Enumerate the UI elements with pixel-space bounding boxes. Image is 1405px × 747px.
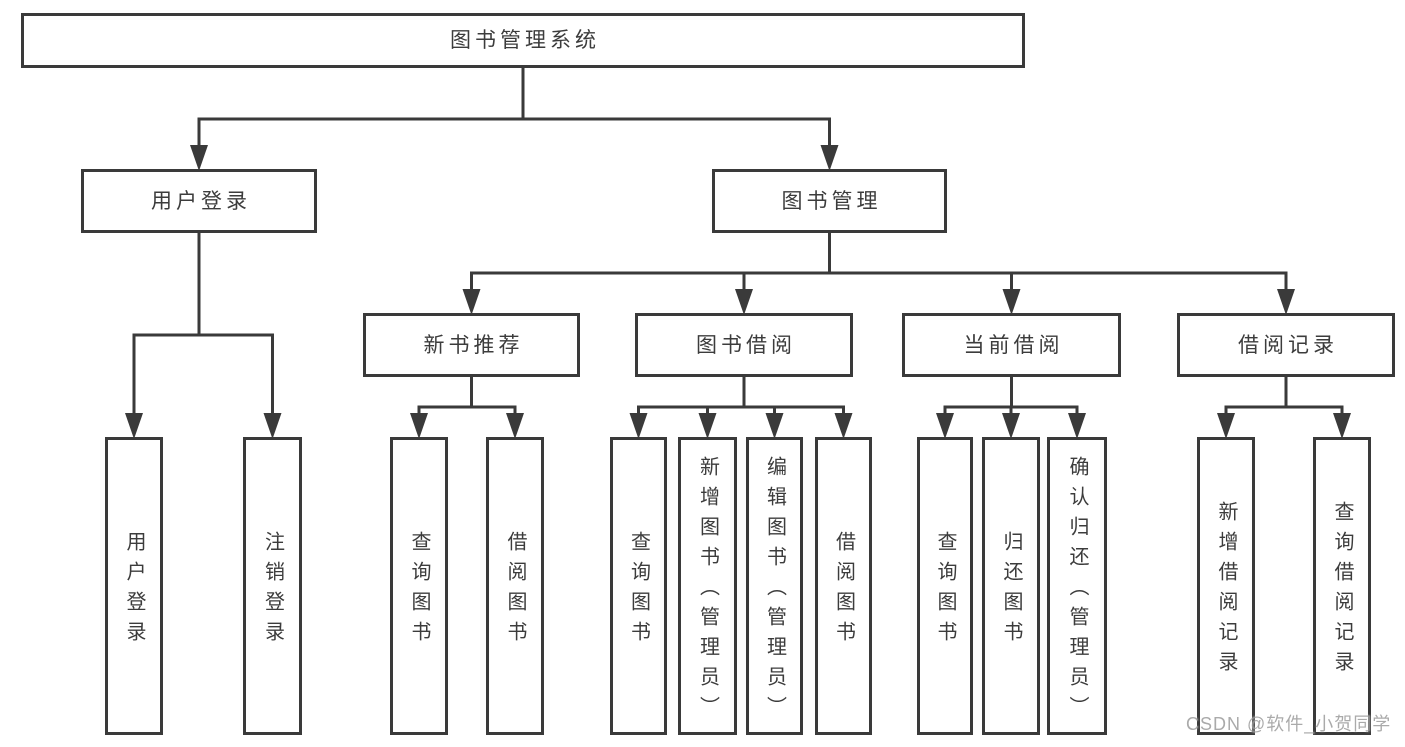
node-bb-query-book: 查询图书 — [610, 437, 667, 735]
node-current-borrow: 当前借阅 — [902, 313, 1121, 377]
node-cb-confirm-return: 确认归还（管理员） — [1047, 437, 1107, 735]
watermark: CSDN @软件_小贺同学 — [1186, 714, 1392, 734]
node-nb-borrow-book: 借阅图书 — [486, 437, 544, 735]
node-cb-return-book: 归还图书 — [982, 437, 1040, 735]
node-br-query-record: 查询借阅记录 — [1313, 437, 1371, 735]
node-bb-add-book: 新增图书（管理员） — [678, 437, 737, 735]
node-book-mgmt: 图书管理 — [712, 169, 947, 233]
node-bb-borrow-book: 借阅图书 — [815, 437, 872, 735]
node-user-login: 用户登录 — [81, 169, 317, 233]
node-book-borrow: 图书借阅 — [635, 313, 853, 377]
node-new-book: 新书推荐 — [363, 313, 580, 377]
node-leaf-logout: 注销登录 — [243, 437, 302, 735]
node-borrow-record: 借阅记录 — [1177, 313, 1395, 377]
node-leaf-user-login: 用户登录 — [105, 437, 163, 735]
node-br-add-record: 新增借阅记录 — [1197, 437, 1255, 735]
node-cb-query-book: 查询图书 — [917, 437, 973, 735]
node-root: 图书管理系统 — [21, 13, 1025, 68]
node-nb-query-book: 查询图书 — [390, 437, 448, 735]
node-bb-edit-book: 编辑图书（管理员） — [746, 437, 803, 735]
